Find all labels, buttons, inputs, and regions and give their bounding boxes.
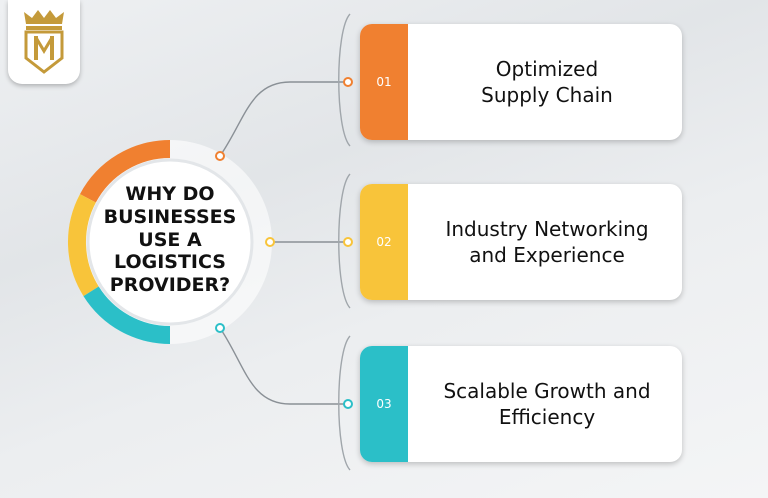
card-dot-02 bbox=[343, 237, 353, 247]
connector-line-01 bbox=[219, 81, 348, 157]
item-tab-03 bbox=[360, 346, 408, 462]
logo[interactable] bbox=[8, 0, 80, 84]
item-label-03: Scalable Growth and Efficiency bbox=[443, 379, 651, 429]
bracket-arc-02 bbox=[338, 173, 351, 309]
item-tab-01 bbox=[360, 24, 408, 140]
item-number-03: 03 bbox=[376, 397, 392, 411]
item-label-02: Industry Networking and Experience bbox=[445, 217, 649, 267]
connector-line-03 bbox=[219, 327, 348, 405]
ring-dot-03 bbox=[215, 323, 225, 333]
bracket-arc-03 bbox=[338, 335, 351, 471]
item-number-02: 02 bbox=[376, 235, 392, 249]
center-circle bbox=[86, 158, 254, 326]
item-number-01: 01 bbox=[376, 75, 392, 89]
ring-segment-teal bbox=[83, 286, 171, 344]
card-dot-03 bbox=[343, 399, 353, 409]
crest-logo-icon bbox=[24, 10, 64, 74]
bracket-arc-01 bbox=[338, 13, 351, 147]
item-card-01[interactable]: 01 Optimized Supply Chain bbox=[360, 24, 682, 140]
card-dot-01 bbox=[343, 77, 353, 87]
center-title: WHY DO BUSINESSES USE A LOGISTICS PROVID… bbox=[103, 182, 237, 297]
item-card-03[interactable]: 03 Scalable Growth and Efficiency bbox=[360, 346, 682, 462]
ring-segment-orange bbox=[79, 140, 171, 203]
item-tab-02 bbox=[360, 184, 408, 300]
item-card-02[interactable]: 02 Industry Networking and Experience bbox=[360, 184, 682, 300]
ring-dot-02 bbox=[265, 237, 275, 247]
item-label-01: Optimized Supply Chain bbox=[481, 57, 613, 107]
ring-segment-yellow bbox=[67, 194, 99, 297]
ring-dot-01 bbox=[215, 151, 225, 161]
